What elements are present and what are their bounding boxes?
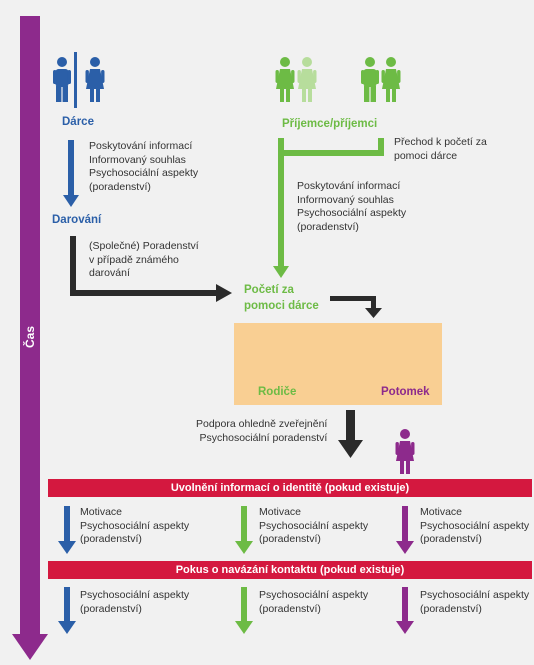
- contact-arrow-blue: [58, 587, 76, 634]
- disclosure-down-arrow: [338, 410, 363, 458]
- contact-arrow-purple: [396, 587, 414, 634]
- identity-arrow-blue: [58, 506, 76, 554]
- contact-arrow-green: [235, 587, 253, 634]
- donor-female-icon: [85, 57, 105, 102]
- contact-notes-donor: Psychosociální aspekty(poradenství): [80, 589, 190, 615]
- contact-notes-offspring: Psychosociální aspekty(poradenství): [420, 589, 530, 615]
- time-axis-arrow: [12, 16, 48, 660]
- donation-to-conception-arrow: [70, 236, 232, 302]
- donor-divider: [74, 52, 77, 108]
- family-box: [234, 323, 442, 405]
- donor-down-arrow: [63, 140, 79, 207]
- offspring-female-icon: [395, 429, 415, 474]
- recipient-male-icon: [361, 57, 379, 102]
- identity-arrow-purple: [396, 506, 414, 554]
- recipient-label: Příjemce/příjemci: [282, 118, 378, 130]
- identity-release-bar: Uvolnění informací o identitě (pokud exi…: [48, 479, 532, 497]
- recipient-female-icon-light: [297, 57, 317, 102]
- recipient-female-icon: [275, 57, 295, 102]
- offspring-label: Potomek: [381, 386, 430, 398]
- contact-notes-recipient: Psychosociální aspekty(poradenství): [259, 589, 369, 615]
- conception-to-family-arrow: [330, 296, 382, 318]
- contact-attempt-bar: Pokus o navázání kontaktu (pokud existuj…: [48, 561, 532, 579]
- parents-label: Rodiče: [258, 386, 297, 398]
- recipient-down-arrow: [273, 138, 384, 278]
- identity-arrow-green: [235, 506, 253, 554]
- donor-label: Dárce: [62, 116, 94, 128]
- donor-male-icon: [53, 57, 71, 102]
- time-axis-label: Čas: [23, 326, 37, 349]
- recipient-female-icon-2: [381, 57, 401, 102]
- donation-label: Darování: [52, 214, 102, 226]
